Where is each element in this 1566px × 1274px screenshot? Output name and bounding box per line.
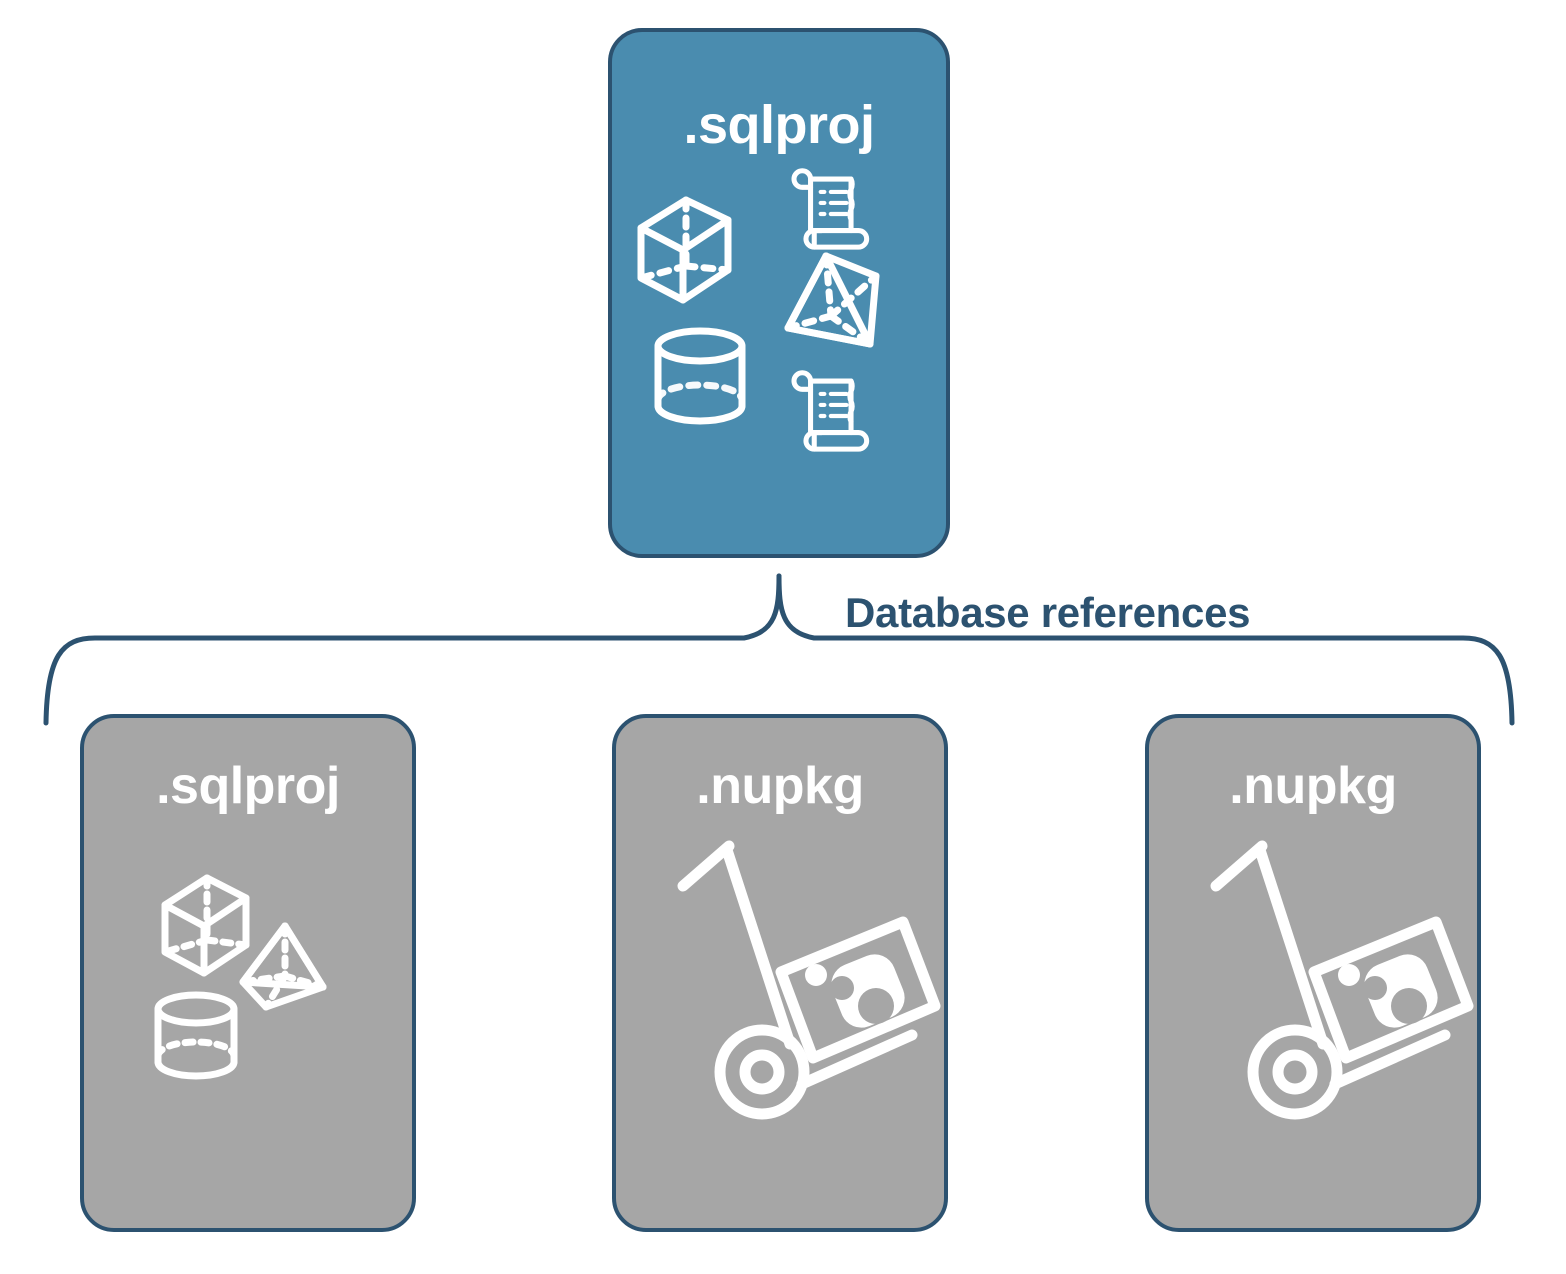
node-reference-sqlproj[interactable]: .sqlproj: [80, 714, 416, 1232]
node-title: .sqlproj: [156, 757, 340, 815]
node-reference-nupkg-2[interactable]: .nupkg: [1145, 714, 1481, 1232]
connector-label-database-references: Database references: [845, 589, 1251, 636]
node-reference-nupkg-1[interactable]: .nupkg: [612, 714, 948, 1232]
database-references-brace: [43, 573, 1515, 726]
node-title: .sqlproj: [683, 95, 875, 155]
node-sqlproj-root[interactable]: .sqlproj: [608, 28, 950, 558]
node-title: .nupkg: [1229, 757, 1397, 815]
node-title: .nupkg: [696, 757, 864, 815]
